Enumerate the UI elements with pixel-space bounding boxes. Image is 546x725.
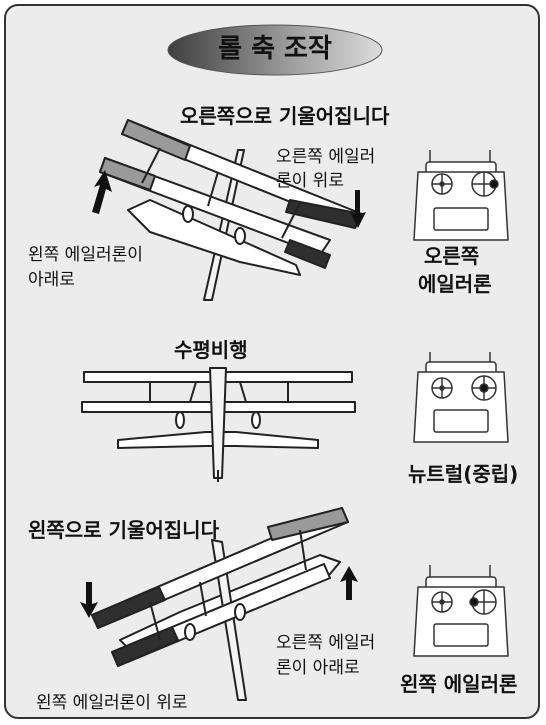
- transmitter-left-aileron: [413, 565, 509, 657]
- label-right-aileron-up-line1: 오른쪽 에일러: [276, 147, 376, 167]
- transmitter-neutral: [413, 352, 509, 443]
- heading-banking-right: 오른쪽으로 기울어집니다: [180, 104, 390, 128]
- plane-banking-right: [99, 119, 363, 301]
- label-right-aileron-down-line2: 론이 아래로: [276, 658, 360, 678]
- label-right-aileron-down-line1: 오른쪽 에일러: [276, 633, 376, 653]
- label-left-aileron-down-line2: 아래로: [28, 270, 75, 290]
- arrow-down-right-aileron: [350, 190, 366, 228]
- label-right-aileron-up-line2: 론이 위로: [276, 171, 344, 191]
- arrow-up-right-aileron: [340, 566, 358, 600]
- label-left-aileron-up: 왼쪽 에일러론이 위로: [36, 693, 188, 713]
- tx-caption-right-line1: 오른쪽: [424, 244, 480, 268]
- heading-level-flight: 수평비행: [174, 338, 248, 362]
- transmitter-right-aileron: [413, 150, 509, 241]
- arrow-up-left-aileron: [92, 170, 112, 214]
- plane-banking-left: [91, 507, 349, 701]
- arrow-down-left-aileron: [80, 582, 98, 618]
- tx-caption-left: 왼쪽 에일러론: [400, 672, 518, 696]
- tx-caption-right-line2: 에일러론: [418, 272, 492, 296]
- tx-caption-neutral: 뉴트럴(중립): [408, 462, 519, 486]
- label-left-aileron-down-line1: 왼쪽 에일러론이: [28, 245, 143, 265]
- plane-level-flight: [81, 367, 356, 482]
- title-pill-shape: [167, 24, 383, 76]
- heading-banking-left: 왼쪽으로 기울어집니다: [28, 518, 219, 542]
- diagram-title: 롤 축 조작: [218, 34, 332, 64]
